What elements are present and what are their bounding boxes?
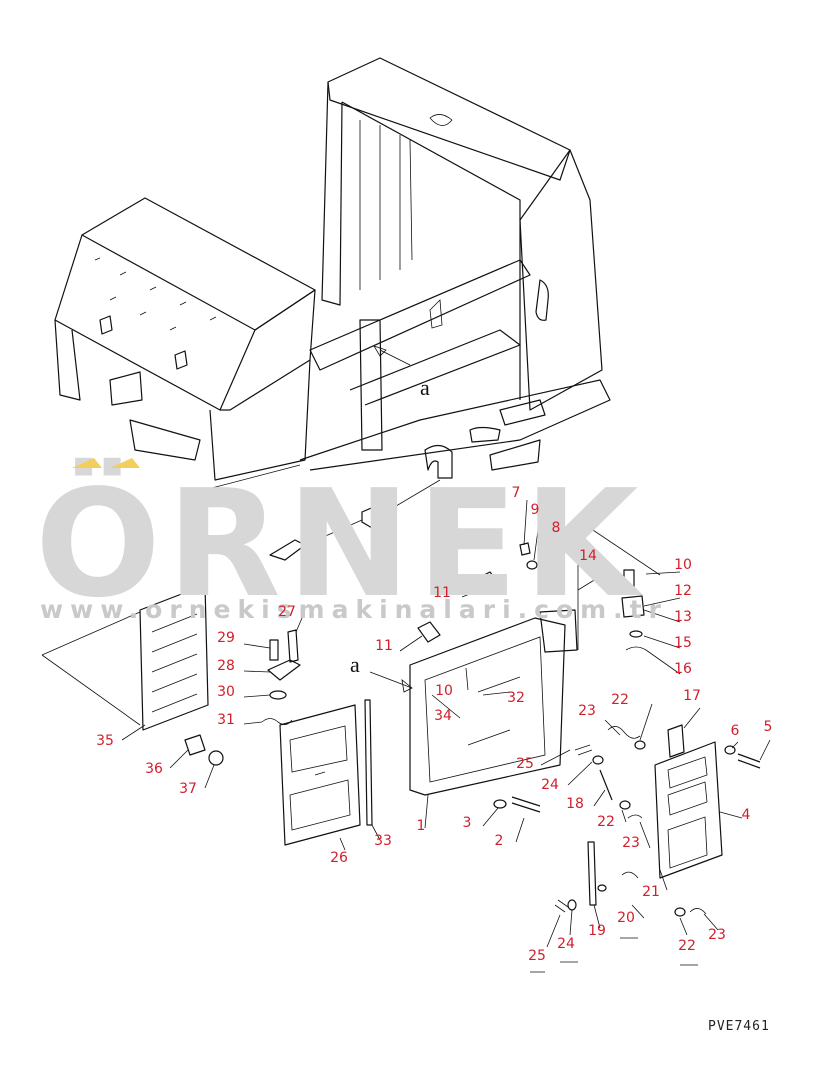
- reference-a-lower: a: [350, 652, 413, 693]
- engine-hood: [54, 197, 316, 496]
- reference-a-upper: a: [373, 345, 430, 400]
- callout-c8: 8: [552, 520, 561, 536]
- callout-c24b: 24: [557, 936, 575, 952]
- callout-c23a: 23: [578, 703, 596, 719]
- callout-c18: 18: [566, 796, 584, 812]
- watermark-brand: ÖRNEK: [35, 457, 644, 630]
- cab-frame: [299, 57, 611, 471]
- callout-c9: 9: [531, 502, 540, 518]
- callout-c25a: 25: [516, 756, 534, 772]
- callout-c23b: 23: [622, 835, 640, 851]
- callout-c10a: 10: [674, 557, 692, 573]
- callout-c22c: 22: [678, 938, 696, 954]
- callout-c21: 21: [642, 884, 660, 900]
- bracket-parts: [269, 444, 453, 561]
- callout-c14: 14: [579, 548, 597, 564]
- callout-c35: 35: [96, 733, 114, 749]
- callout-c16: 16: [674, 661, 692, 677]
- callout-c1: 1: [417, 818, 426, 834]
- callout-c11a: 11: [433, 585, 451, 601]
- callout-c3: 3: [463, 815, 472, 831]
- callout-c25b: 25: [528, 948, 546, 964]
- callout-c5: 5: [764, 719, 773, 735]
- callout-c27: 27: [278, 604, 296, 620]
- callout-c30: 30: [217, 684, 235, 700]
- watermark-url: www.ornekismakinalari.com.tr: [40, 595, 668, 624]
- callout-c22b: 22: [597, 814, 615, 830]
- callout-c36: 36: [145, 761, 163, 777]
- callout-c24a: 24: [541, 777, 559, 793]
- door-panel: [279, 699, 373, 846]
- callout-c2: 2: [495, 833, 504, 849]
- callout-c22a: 22: [611, 692, 629, 708]
- latch-hardware: [261, 629, 301, 725]
- callout-c10b: 10: [435, 683, 453, 699]
- lock-parts: [577, 519, 661, 651]
- callout-c32: 32: [507, 690, 525, 706]
- callout-c23c: 23: [708, 927, 726, 943]
- callout-c29: 29: [217, 630, 235, 646]
- main-frame: [409, 609, 578, 796]
- clip-parts: [530, 726, 707, 973]
- watermark: ÖRNEK www.ornekismakinalari.com.tr: [35, 457, 668, 630]
- callout-c31: 31: [217, 712, 235, 728]
- callout-c20: 20: [617, 910, 635, 926]
- callout-c6: 6: [731, 723, 740, 739]
- reference-label-lower: a: [350, 652, 360, 677]
- callout-c33: 33: [374, 833, 392, 849]
- callout-c4: 4: [742, 807, 751, 823]
- drawing-code: PVE7461: [708, 1019, 770, 1034]
- callout-c7: 7: [512, 485, 521, 501]
- callout-c12: 12: [674, 583, 692, 599]
- callout-c34: 34: [434, 708, 452, 724]
- callout-c17: 17: [683, 688, 701, 704]
- callout-c11b: 11: [375, 638, 393, 654]
- callout-c26: 26: [330, 850, 348, 866]
- leader-lines: [121, 499, 771, 948]
- bolt-hardware: [417, 542, 761, 813]
- callout-c28: 28: [217, 658, 235, 674]
- callout-c15: 15: [674, 635, 692, 651]
- louver-panel: [41, 584, 224, 766]
- watermark-accent-dots: [72, 458, 140, 468]
- callout-c37: 37: [179, 781, 197, 797]
- reference-label-upper: a: [420, 375, 430, 400]
- callout-c13: 13: [674, 609, 692, 625]
- right-panel: [654, 724, 723, 879]
- callout-c19: 19: [588, 923, 606, 939]
